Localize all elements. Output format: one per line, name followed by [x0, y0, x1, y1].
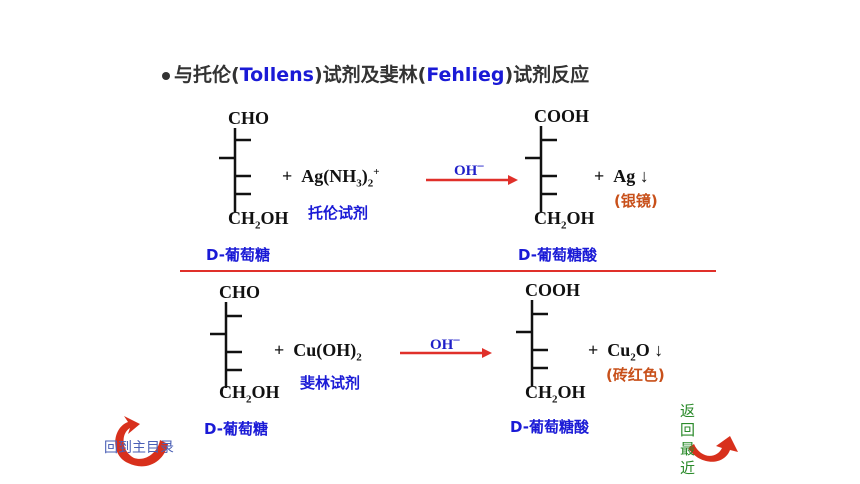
reaction1-reactant-bottom: CH2OH: [228, 208, 289, 232]
reaction1-product-bottom: CH2OH: [534, 208, 595, 232]
reaction2-product-name: D-葡萄糖酸: [510, 418, 589, 436]
reaction1-byproduct-name: (银镜): [614, 192, 658, 210]
fehling-term: Fehlieg: [426, 64, 505, 86]
reaction1-product-skeleton: [525, 126, 557, 212]
reaction2-product-bottom: CH2OH: [525, 382, 586, 406]
reaction2-reactant-top: CHO: [219, 282, 261, 302]
reaction1-reactant-top: CHO: [228, 108, 270, 128]
reaction2-reactant-bottom: CH2OH: [219, 382, 280, 406]
reaction1-byproduct: + Ag ↓: [594, 166, 649, 186]
reaction2-reactant-name: D-葡萄糖: [204, 420, 268, 438]
return-home-link[interactable]: 回到主目录: [104, 440, 174, 456]
reaction2-reagent-name: 斐林试剂: [300, 374, 361, 392]
bullet-icon: [162, 71, 170, 80]
reaction1-condition: OH–: [454, 158, 484, 179]
section-divider: [180, 270, 716, 272]
reaction2-product-skeleton: [516, 300, 548, 386]
reaction1-arrow: [426, 175, 518, 185]
reaction1-reactant-skeleton: [219, 128, 251, 212]
reaction2-reagent: + Cu(OH)2: [274, 340, 362, 364]
tollens-term: Tollens: [239, 64, 314, 86]
reaction2-reactant-skeleton: [210, 302, 242, 388]
reaction1-reactant-name: D-葡萄糖: [206, 246, 270, 264]
reaction2-product-top: COOH: [525, 280, 581, 300]
reaction2-condition: OH–: [430, 332, 460, 353]
reaction1-product-name: D-葡萄糖酸: [518, 246, 597, 264]
reaction1-product-top: COOH: [534, 106, 590, 126]
reaction1-reagent-name: 托伦试剂: [308, 204, 369, 222]
return-recent-link[interactable]: 返回最近: [680, 402, 696, 477]
return-recent-arrow-icon[interactable]: [688, 436, 738, 462]
reaction2-byproduct-name: (砖红色): [606, 366, 665, 384]
reaction1-reagent: + Ag(NH3)2+: [282, 166, 380, 190]
page-title: 与托伦(Tollens)试剂及斐林(Fehlieg)试剂反应: [162, 60, 589, 87]
reaction2-byproduct: + Cu2O ↓: [588, 340, 664, 364]
return-home-arrow-icon[interactable]: [115, 416, 168, 467]
reaction2-arrow: [400, 348, 492, 358]
